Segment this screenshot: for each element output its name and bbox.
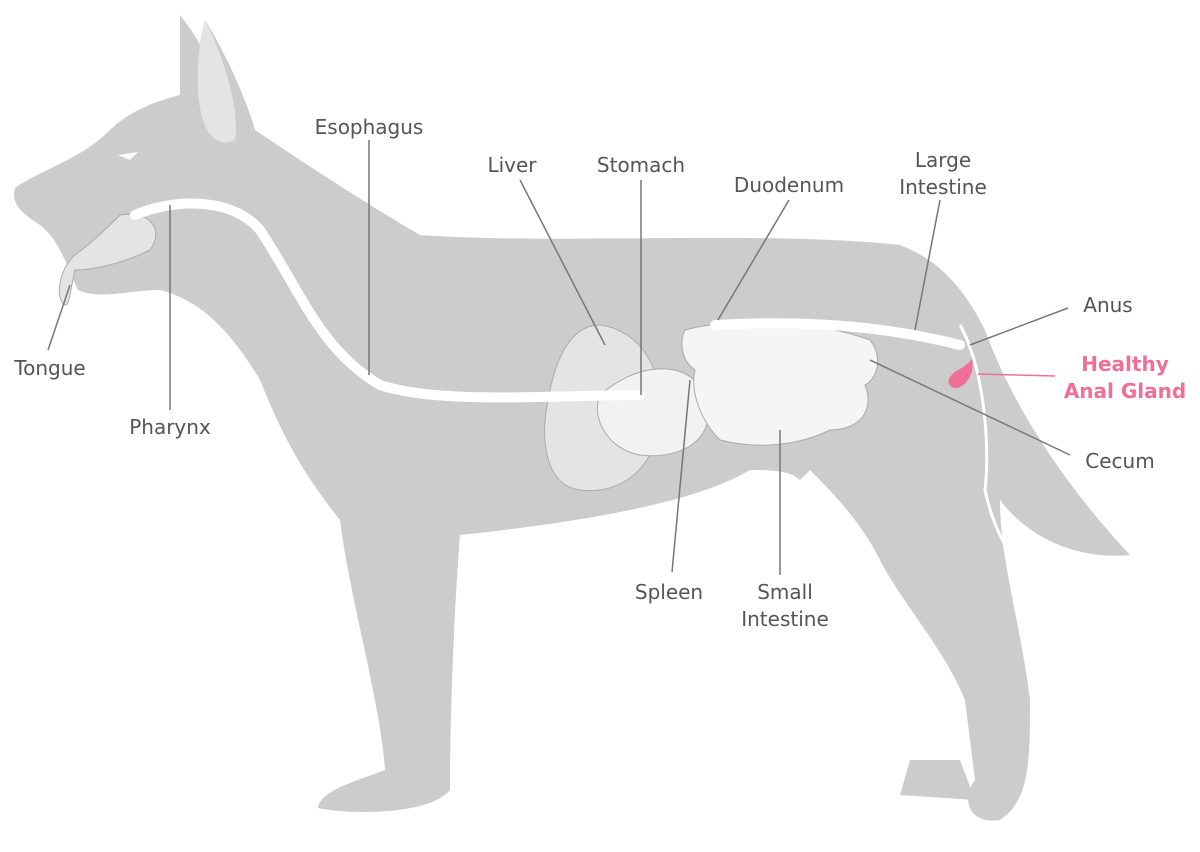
label-pharynx: Pharynx [129, 415, 211, 439]
intestines-shape [681, 321, 879, 446]
label-cecum: Cecum [1085, 449, 1154, 473]
hind-foot [900, 760, 975, 800]
label-anus: Anus [1083, 293, 1132, 317]
label-small-intestine-2: Intestine [741, 607, 829, 631]
label-anal-gland-1: Healthy [1081, 352, 1169, 376]
leader-lines [47, 140, 1071, 575]
label-anal-gland-2: Anal Gland [1064, 379, 1186, 403]
label-duodenum: Duodenum [734, 173, 844, 197]
label-large-intestine-1: Large [915, 148, 971, 172]
tail-line [958, 324, 1101, 622]
label-small-intestine-1: Small [757, 580, 813, 604]
tongue-shape [58, 213, 157, 306]
label-tongue: Tongue [13, 356, 85, 380]
eye [118, 152, 138, 160]
ear-inner [197, 20, 236, 143]
label-spleen: Spleen [635, 580, 703, 604]
digestive-tract [130, 198, 965, 403]
label-large-intestine-2: Intestine [899, 175, 987, 199]
label-liver: Liver [487, 153, 537, 177]
label-stomach: Stomach [597, 153, 685, 177]
anal-gland [948, 358, 973, 388]
label-esophagus: Esophagus [315, 115, 424, 139]
